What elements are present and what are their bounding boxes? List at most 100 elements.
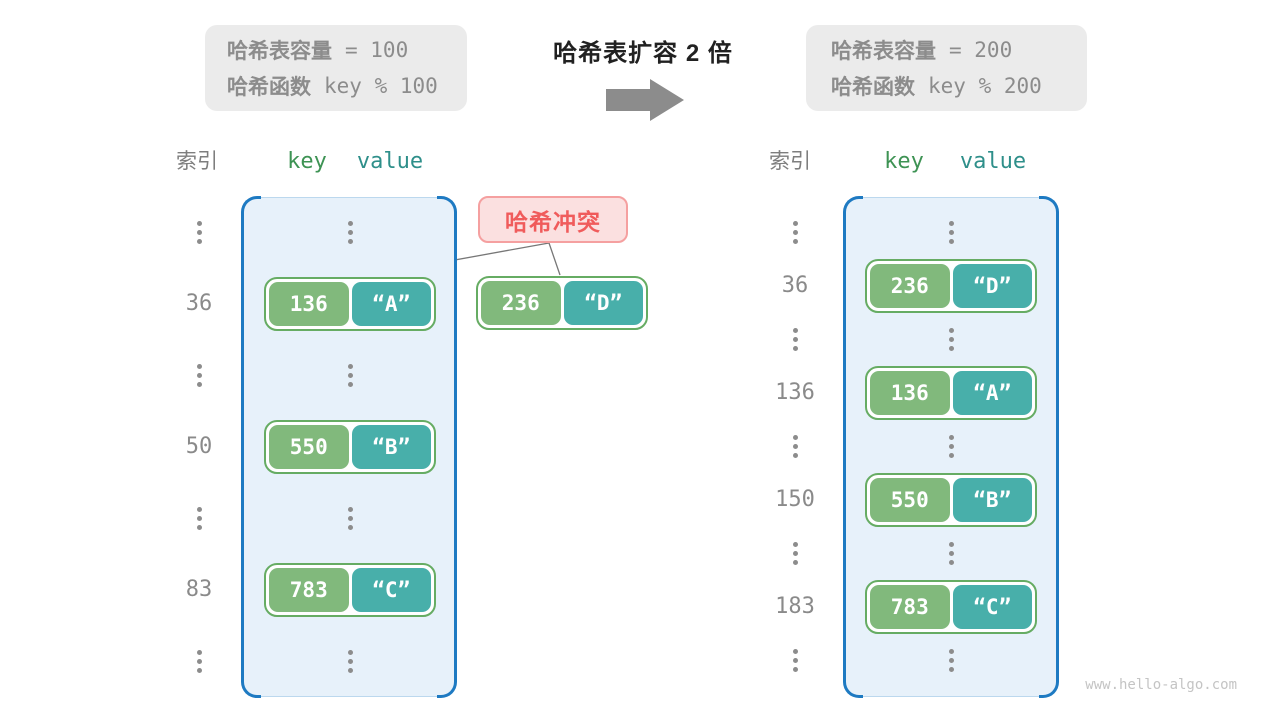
- hash-fn-value: key % 200: [928, 74, 1042, 98]
- key-cell: 783: [269, 567, 349, 612]
- key-value-pair: 783“C”: [264, 562, 436, 617]
- dot: [792, 346, 798, 351]
- dot: [792, 328, 798, 333]
- index-label: 50: [185, 433, 213, 459]
- index-label: 136: [775, 379, 815, 405]
- value-cell: “B”: [351, 424, 431, 469]
- dot: [347, 650, 353, 655]
- dot: [792, 230, 798, 235]
- dot: [948, 337, 954, 342]
- ellipsis-dots-icon: [946, 649, 956, 672]
- index-label: 83: [185, 576, 213, 602]
- expand-right-arrow-icon: [606, 79, 684, 121]
- dot: [347, 230, 353, 235]
- dot: [196, 221, 202, 226]
- ellipsis-dots-icon: [946, 542, 956, 565]
- info-line-hash-fn: 哈希函数 key % 200: [831, 68, 1087, 104]
- hash-collision-label: 哈希冲突: [478, 196, 628, 243]
- ellipsis-dots-icon: [946, 221, 956, 244]
- dot: [196, 230, 202, 235]
- dot: [948, 435, 954, 440]
- key-cell: 783: [870, 584, 950, 629]
- index-label: 36: [185, 290, 213, 316]
- ellipsis-dots-icon: [790, 221, 800, 244]
- dot: [347, 373, 353, 378]
- dot: [196, 525, 202, 530]
- dot: [948, 658, 954, 663]
- dot: [196, 373, 202, 378]
- left-index-header: 索引: [176, 150, 218, 173]
- info-box-capacity-200: 哈希表容量 = 200 哈希函数 key % 200: [806, 25, 1087, 111]
- table-bracket-right: [1039, 196, 1059, 698]
- connector-line-to-pair-236: [548, 242, 561, 276]
- value-cell: “C”: [351, 567, 431, 612]
- capacity-value: = 200: [949, 38, 1013, 62]
- dot: [347, 668, 353, 673]
- value-cell: “D”: [952, 263, 1032, 308]
- dot: [948, 230, 954, 235]
- key-value-pair: 136“A”: [264, 276, 436, 331]
- dot: [196, 507, 202, 512]
- hash-fn-label: 哈希函数: [227, 76, 311, 99]
- hash-fn-label: 哈希函数: [831, 76, 915, 99]
- dot: [347, 659, 353, 664]
- index-label: 150: [775, 486, 815, 512]
- dot: [948, 239, 954, 244]
- ellipsis-dots-icon: [345, 650, 355, 673]
- hash-fn-value: key % 100: [324, 74, 438, 98]
- ellipsis-dots-icon: [345, 507, 355, 530]
- ellipsis-dots-icon: [345, 221, 355, 244]
- dot: [948, 328, 954, 333]
- ellipsis-dots-icon: [194, 650, 204, 673]
- capacity-label: 哈希表容量: [227, 40, 332, 63]
- dot: [792, 667, 798, 672]
- dot: [347, 516, 353, 521]
- capacity-label: 哈希表容量: [831, 40, 936, 63]
- value-cell: “A”: [952, 370, 1032, 415]
- key-cell: 550: [870, 477, 950, 522]
- value-cell: “C”: [952, 584, 1032, 629]
- table-bracket-right: [437, 196, 457, 698]
- dot: [948, 649, 954, 654]
- ellipsis-dots-icon: [790, 328, 800, 351]
- ellipsis-dots-icon: [345, 364, 355, 387]
- dot: [792, 649, 798, 654]
- dot: [948, 560, 954, 565]
- dot: [196, 668, 202, 673]
- dot: [948, 542, 954, 547]
- dot: [196, 239, 202, 244]
- dot: [948, 667, 954, 672]
- dot: [792, 239, 798, 244]
- key-value-pair: 236“D”: [865, 258, 1037, 313]
- key-value-pair: 550“B”: [264, 419, 436, 474]
- key-value-pair: 550“B”: [865, 472, 1037, 527]
- dot: [347, 239, 353, 244]
- dot: [948, 453, 954, 458]
- dot: [792, 444, 798, 449]
- dot: [347, 525, 353, 530]
- info-line-hash-fn: 哈希函数 key % 100: [227, 68, 467, 104]
- dot: [347, 221, 353, 226]
- index-label: 183: [775, 593, 815, 619]
- left-key-header: key: [287, 149, 327, 174]
- dot: [347, 382, 353, 387]
- table-bracket-left: [241, 196, 261, 698]
- ellipsis-dots-icon: [194, 507, 204, 530]
- watermark: www.hello-algo.com: [1085, 677, 1237, 693]
- table-bracket-left: [843, 196, 863, 698]
- dot: [948, 221, 954, 226]
- right-key-header: key: [884, 149, 924, 174]
- dot: [792, 542, 798, 547]
- dot: [196, 364, 202, 369]
- key-cell: 136: [269, 281, 349, 326]
- dot: [196, 659, 202, 664]
- collision-pair: 236 “D”: [476, 276, 648, 330]
- dot: [948, 551, 954, 556]
- ellipsis-dots-icon: [946, 435, 956, 458]
- diagram-title: 哈希表扩容 2 倍: [553, 40, 733, 67]
- dot: [792, 337, 798, 342]
- dot: [196, 650, 202, 655]
- dot: [948, 444, 954, 449]
- dot: [792, 435, 798, 440]
